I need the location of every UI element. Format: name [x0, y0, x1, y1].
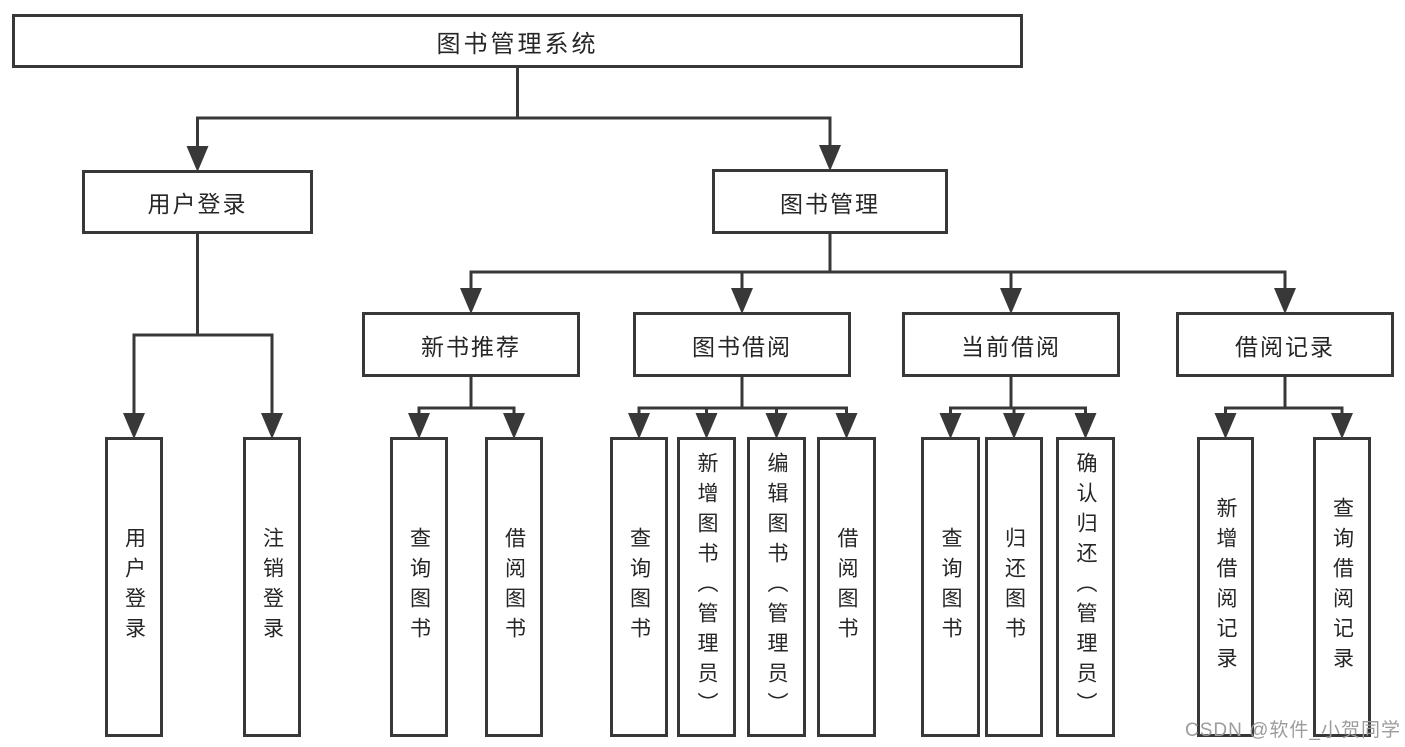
leaf-borrow-books-label: 借阅图书	[835, 527, 858, 647]
arrowhead-down	[460, 288, 482, 314]
leaf-add-books-admin: 新增图书（管理员）	[677, 437, 736, 737]
arrowhead-down	[503, 413, 525, 439]
node-borrowing-records-label: 借阅记录	[1235, 333, 1335, 360]
arrowhead-down	[408, 413, 430, 439]
node-borrowing-records: 借阅记录	[1176, 312, 1394, 377]
arrowhead-down	[1074, 413, 1097, 439]
leaf-logout-label: 注销登录	[260, 527, 284, 647]
arrowhead-down	[628, 413, 650, 439]
leaf-add-borrow-record: 新增借阅记录	[1197, 437, 1254, 737]
node-new-book-recommend: 新书推荐	[362, 312, 580, 377]
node-user-login-label: 用户登录	[147, 191, 248, 217]
leaf-confirm-return-admin-label: 确认归还（管理员）	[1074, 452, 1097, 722]
node-user-login: 用户登录	[82, 170, 313, 234]
leaf-query-books-recommend: 查询图书	[390, 437, 448, 737]
leaf-confirm-return-admin: 确认归还（管理员）	[1056, 437, 1115, 737]
arrowhead-down	[765, 413, 788, 439]
arrowhead-down	[1003, 413, 1025, 439]
leaf-logout: 注销登录	[243, 437, 301, 737]
leaf-query-borrow-record-label: 查询借阅记录	[1330, 497, 1354, 677]
node-book-management-label: 图书管理	[780, 190, 880, 217]
leaf-user-login-label: 用户登录	[122, 527, 146, 647]
node-book-borrowing: 图书借阅	[633, 312, 851, 377]
arrowhead-down	[123, 413, 145, 439]
leaf-borrow-books-recommend: 借阅图书	[485, 437, 543, 737]
arrowhead-down	[939, 413, 962, 439]
node-book-borrowing-label: 图书借阅	[692, 333, 792, 360]
leaf-return-books-label: 归还图书	[1002, 527, 1026, 647]
leaf-query-books-borrowing: 查询图书	[610, 437, 668, 737]
leaf-query-books-current-label: 查询图书	[939, 527, 962, 647]
node-current-borrowing-label: 当前借阅	[961, 333, 1061, 360]
leaf-borrow-books-recommend-label: 借阅图书	[502, 527, 526, 647]
arrowhead-down	[1000, 288, 1022, 314]
csdn-watermark: CSDN @软件_小贺同学	[1185, 720, 1401, 741]
leaf-query-books-recommend-label: 查询图书	[407, 527, 431, 647]
arrowhead-down	[695, 413, 718, 439]
arrowhead-down	[186, 146, 209, 172]
arrowhead-down	[1274, 288, 1296, 314]
arrowhead-down	[1331, 413, 1353, 439]
leaf-query-books-borrowing-label: 查询图书	[627, 527, 651, 647]
node-current-borrowing: 当前借阅	[902, 312, 1120, 377]
node-book-management: 图书管理	[712, 169, 948, 234]
arrowhead-down	[261, 413, 283, 439]
node-new-book-recommend-label: 新书推荐	[421, 333, 521, 360]
leaf-add-books-admin-label: 新增图书（管理员）	[695, 452, 718, 722]
arrowhead-down	[835, 413, 858, 439]
leaf-borrow-books: 借阅图书	[817, 437, 876, 737]
leaf-query-borrow-record: 查询借阅记录	[1313, 437, 1371, 737]
arrowhead-down	[1214, 413, 1237, 439]
arrowhead-down	[731, 288, 753, 314]
leaf-query-books-current: 查询图书	[921, 437, 980, 737]
leaf-add-borrow-record-label: 新增借阅记录	[1214, 497, 1237, 677]
node-library-system: 图书管理系统	[12, 14, 1023, 68]
arrowhead-down	[819, 145, 841, 171]
leaf-edit-books-admin-label: 编辑图书（管理员）	[765, 452, 788, 722]
leaf-user-login: 用户登录	[105, 437, 163, 737]
leaf-edit-books-admin: 编辑图书（管理员）	[747, 437, 806, 737]
leaf-return-books: 归还图书	[985, 437, 1043, 737]
node-library-system-label: 图书管理系统	[436, 30, 599, 58]
